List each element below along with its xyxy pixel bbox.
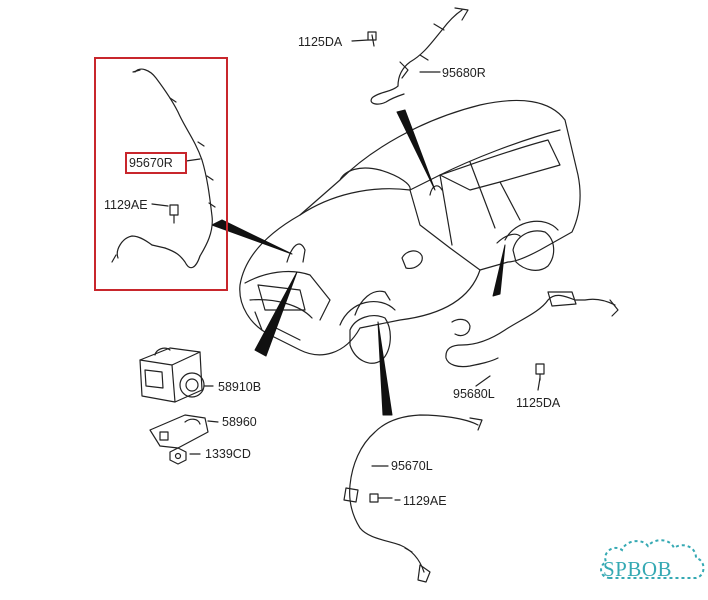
- nut-1339cd: [169, 447, 201, 465]
- wheel-speed-sensor-front-left: [343, 414, 483, 583]
- label-bolt-rear-right: 1125DA: [298, 35, 343, 49]
- label-sensor-rear-left: 95680L: [453, 387, 495, 401]
- label-nut: 1339CD: [205, 447, 251, 461]
- watermark-cloud-icon: [600, 539, 705, 579]
- label-bracket: 58960: [222, 415, 257, 429]
- label-sensor-front-left: 95670L: [391, 459, 433, 473]
- watermark-text: SPBOB: [603, 557, 673, 581]
- wheel-speed-sensor-rear-left: [445, 291, 619, 381]
- highlight-frame: [94, 57, 228, 291]
- abs-hydraulic-unit: [139, 347, 214, 403]
- highlight-label-frame: [125, 152, 187, 174]
- label-bolt-rear-left: 1125DA: [516, 396, 561, 410]
- label-bolt-front-left: 1129AE: [403, 494, 447, 508]
- label-bolt-front-right: 1129AE: [104, 198, 148, 212]
- label-sensor-front-right: 95670R: [129, 156, 173, 170]
- wheel-speed-sensor-rear-right: [367, 7, 469, 105]
- vehicle-illustration: [239, 99, 581, 364]
- wheel-speed-sensor-front-right: [111, 68, 216, 269]
- abs-bracket: [149, 414, 219, 449]
- label-sensor-rear-right: 95680R: [442, 66, 486, 80]
- label-abs-module: 58910B: [218, 380, 262, 394]
- pointer-arrows: [211, 109, 506, 416]
